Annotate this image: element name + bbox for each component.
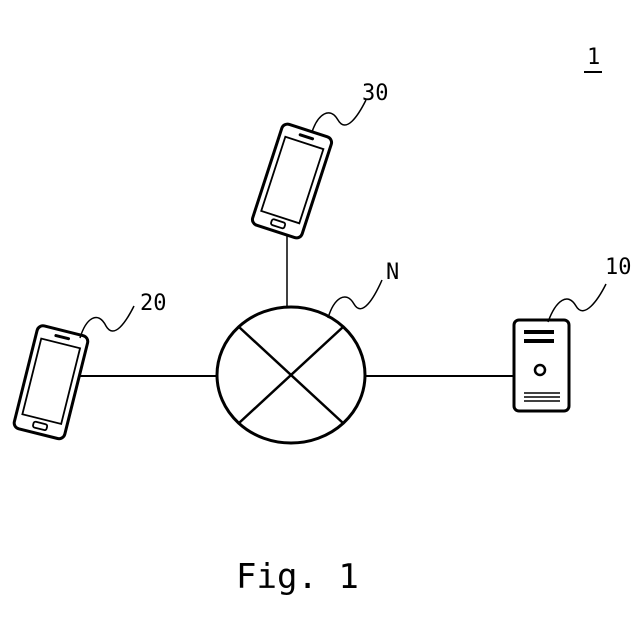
network-hub-icon bbox=[217, 307, 365, 443]
leader-line-n bbox=[328, 280, 382, 318]
network-label: N bbox=[386, 260, 399, 285]
smartphone-icon bbox=[251, 123, 333, 240]
smartphone-icon bbox=[13, 325, 89, 440]
leader-line-20 bbox=[80, 306, 134, 338]
server-label: 10 bbox=[605, 255, 632, 280]
device-top-label: 30 bbox=[362, 81, 389, 106]
system-label: 1 bbox=[587, 45, 600, 70]
leader-line-10 bbox=[548, 284, 606, 322]
leader-line-30 bbox=[312, 100, 366, 132]
device-left-label: 20 bbox=[140, 291, 167, 316]
server-tower-icon bbox=[514, 320, 569, 411]
figure-caption: Fig. 1 bbox=[236, 557, 359, 597]
